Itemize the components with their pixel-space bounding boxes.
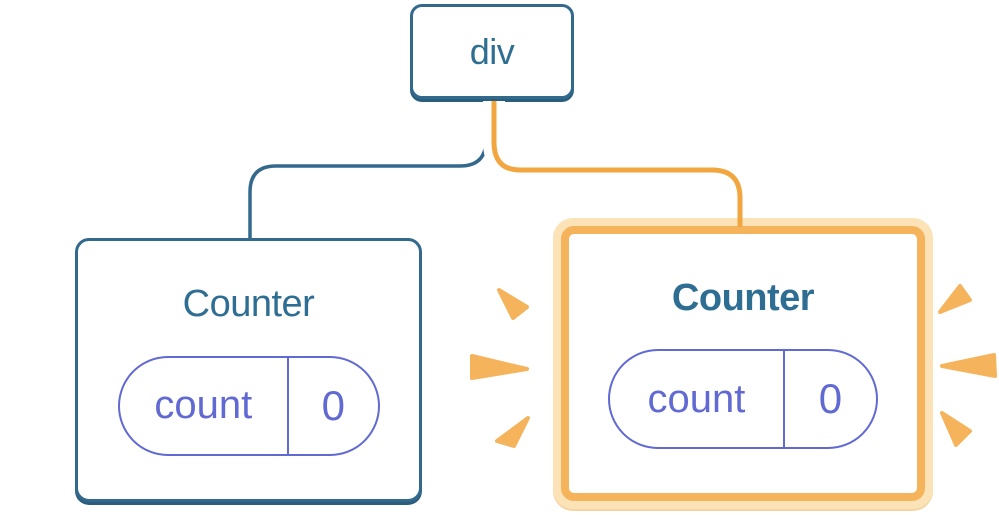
root-node-label: div bbox=[469, 30, 515, 72]
spark-orange-right-middle-icon bbox=[940, 353, 997, 378]
root-node-div: div bbox=[410, 4, 574, 99]
state-key-right: count bbox=[610, 351, 785, 448]
state-pill-right: count 0 bbox=[608, 349, 878, 450]
counter-card-left: Counter count 0 bbox=[75, 238, 422, 502]
state-pill-left: count 0 bbox=[117, 355, 380, 456]
counter-title-right: Counter bbox=[671, 276, 815, 319]
counter-title-left: Counter bbox=[182, 283, 315, 326]
state-key-left: count bbox=[120, 357, 290, 454]
spark-white-top-icon bbox=[23, 294, 53, 321]
counter-card-right: Counter count 0 bbox=[561, 226, 925, 501]
state-value-right: 0 bbox=[818, 375, 843, 423]
spark-orange-right-top-icon bbox=[938, 284, 972, 314]
edge-core-through-border bbox=[737, 218, 743, 227]
spark-orange-mid-top-icon bbox=[497, 288, 529, 320]
state-value-left: 0 bbox=[321, 381, 346, 429]
spark-white-middle-icon bbox=[1, 356, 53, 383]
spark-white-bottom-icon bbox=[22, 420, 53, 450]
counter-card-right-highlight: Counter count 0 bbox=[553, 218, 933, 509]
edge-to-right-counter bbox=[491, 101, 743, 219]
spark-orange-mid-bottom-icon bbox=[495, 416, 530, 448]
spark-orange-mid-middle-icon bbox=[470, 354, 529, 380]
spark-orange-right-bottom-icon bbox=[940, 411, 972, 447]
